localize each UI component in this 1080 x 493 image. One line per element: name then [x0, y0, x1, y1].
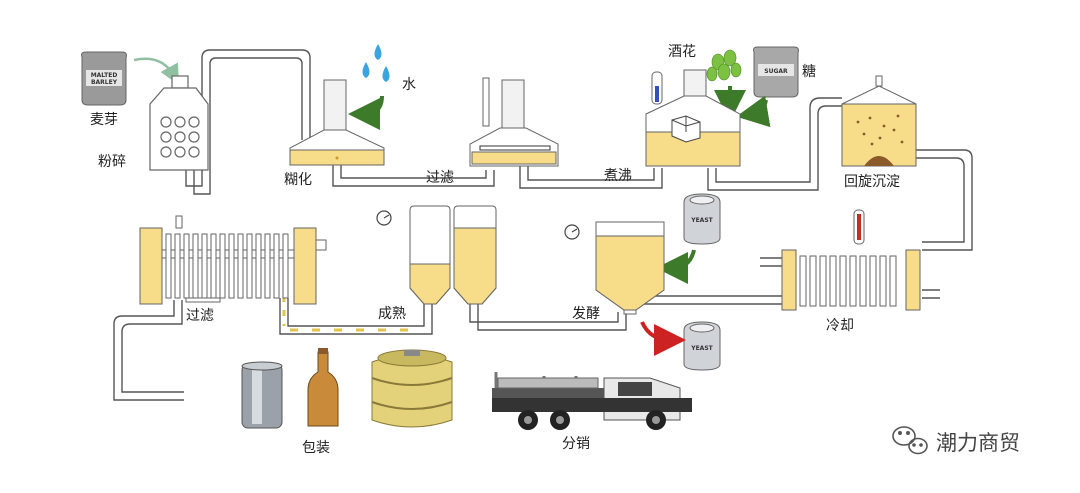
- maturation-tank-2: [453, 205, 497, 305]
- mill-machine: [149, 75, 209, 171]
- maturation-tank-1: [409, 205, 451, 305]
- malt-sack-icon: MALTED BARLEY: [81, 51, 127, 106]
- lauter-tun: [469, 77, 559, 167]
- label-sugar: 糖: [802, 64, 816, 80]
- clock-icon-2: [376, 210, 392, 226]
- yeast-tank-icon-2: YEAST: [683, 321, 721, 371]
- bottle-icon: [307, 348, 339, 427]
- plate-cooler: [781, 249, 921, 311]
- filter-press: [139, 215, 327, 305]
- yeast-tank-icon: YEAST: [683, 193, 721, 245]
- label-boil: 煮沸: [604, 168, 632, 184]
- keg-icon: [371, 349, 453, 428]
- pipe-network: [113, 49, 973, 401]
- yeast-in-arrow: [656, 249, 696, 284]
- label-package: 包装: [302, 440, 330, 456]
- fermenter-tank: [595, 221, 665, 315]
- label-final-filter: 过滤: [186, 308, 214, 324]
- label-mash: 糊化: [284, 172, 312, 188]
- label-mill: 粉碎: [98, 154, 126, 170]
- label-ferment: 发酵: [572, 306, 600, 322]
- sugar-sack-text: SUGAR: [764, 68, 788, 75]
- label-lauter: 过滤: [426, 170, 454, 186]
- yeast-text-1: YEAST: [690, 217, 713, 224]
- label-malt: 麦芽: [90, 112, 118, 128]
- wechat-icon: [892, 426, 928, 455]
- water-arrow: [348, 95, 384, 130]
- thermometer-icon: [651, 71, 663, 105]
- label-distribute: 分销: [562, 436, 590, 452]
- label-whirlpool: 回旋沉淀: [844, 174, 900, 190]
- sugar-sack-icon: SUGAR: [753, 46, 799, 98]
- watermark-text: 潮力商贸: [936, 431, 1020, 455]
- malt-feed-arrow: [133, 57, 179, 85]
- truck-icon: [492, 372, 692, 430]
- sugar-arrow: [736, 95, 771, 128]
- can-icon: [241, 361, 283, 429]
- thermometer-icon-2: [853, 209, 865, 245]
- malt-sack-text-2: BARLEY: [91, 79, 118, 86]
- malt-sack-text-1: MALTED: [91, 72, 118, 79]
- clock-icon: [564, 224, 580, 240]
- mash-tun: [289, 79, 385, 166]
- label-hops: 酒花: [668, 44, 696, 60]
- label-water: 水: [402, 77, 416, 93]
- whirlpool-tank: [841, 75, 917, 167]
- boil-kettle: [645, 69, 741, 167]
- yeast-text-2: YEAST: [690, 345, 713, 352]
- label-cool: 冷却: [826, 318, 854, 334]
- hops-icon: [706, 49, 742, 82]
- water-drops-icon: [362, 44, 390, 82]
- yeast-out-arrow: [640, 321, 686, 356]
- label-mature: 成熟: [378, 306, 406, 322]
